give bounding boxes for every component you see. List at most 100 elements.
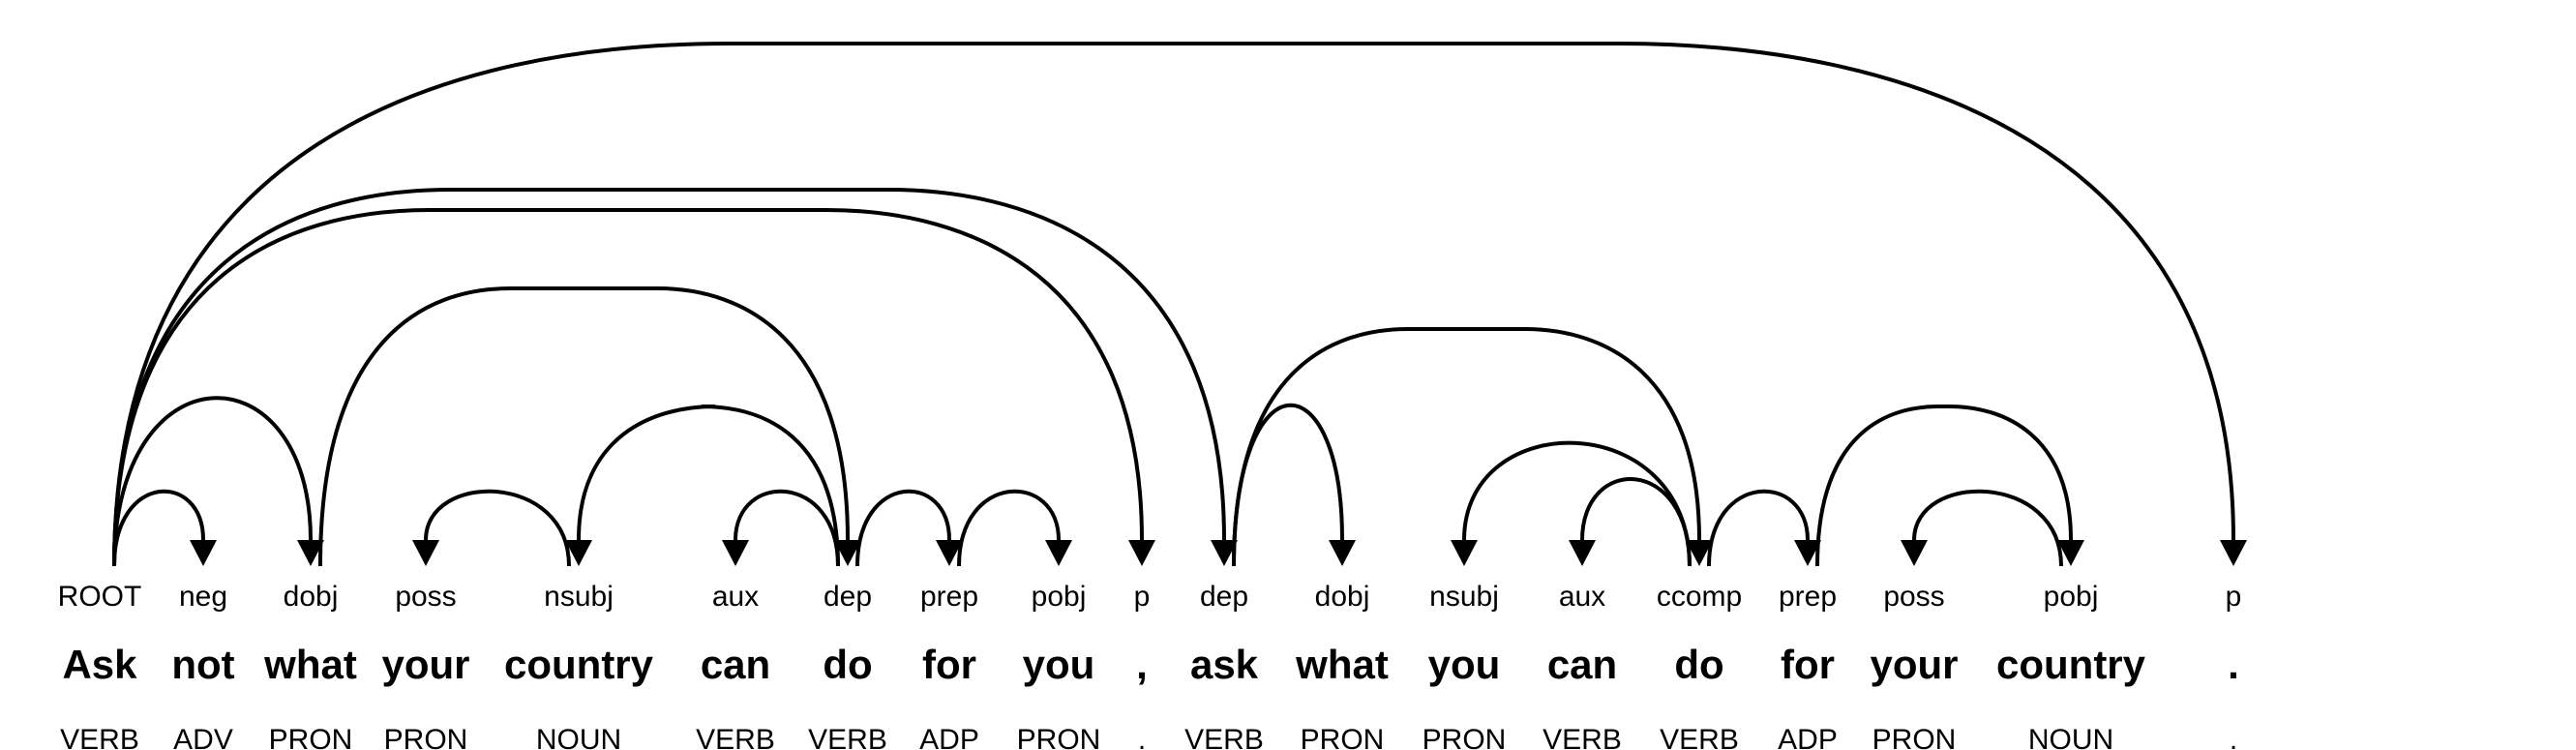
arrowhead-pobj2 [2057, 540, 2084, 566]
token-pos-2: PRON [268, 724, 353, 750]
token-pos-3: PRON [383, 724, 468, 750]
token-pos-18: . [2229, 724, 2238, 750]
token-pos-1: ADV [173, 724, 233, 750]
arc-poss1 [412, 489, 571, 567]
arrowhead-prep1 [936, 540, 963, 566]
arc-p1 [112, 208, 1155, 567]
arc-aux1 [722, 489, 840, 567]
token-pos-15: ADP [1778, 724, 1838, 750]
token-word-18[interactable]: . [2228, 642, 2239, 687]
token-word-5[interactable]: can [700, 642, 771, 687]
arrowhead-dobj1 [297, 540, 324, 566]
arc-curve-p1 [112, 208, 1144, 567]
token-pos-5: VERB [696, 724, 775, 750]
token-pos-10: VERB [1184, 724, 1264, 750]
arrowhead-aux1 [722, 540, 749, 566]
arc-dobj2 [1232, 403, 1356, 567]
dep-label-nsubj-4: nsubj [544, 581, 614, 613]
dep-label-neg-1: neg [178, 581, 228, 613]
token-word-12[interactable]: you [1427, 642, 1501, 687]
arc-prep2 [1707, 489, 1821, 567]
arrowhead-nsubj2 [1451, 540, 1478, 566]
token-word-0[interactable]: Ask [62, 642, 137, 687]
arc-curve-dobj1 [112, 396, 313, 567]
arc-ccomp [1232, 327, 1713, 567]
token-pos-13: VERB [1543, 724, 1622, 750]
dep-label-nsubj-12: nsubj [1429, 581, 1499, 613]
dep-label-ccomp-14: ccomp [1656, 581, 1743, 613]
token-word-11[interactable]: what [1296, 642, 1389, 687]
token-word-3[interactable]: your [381, 642, 470, 687]
arc-nsubj1 [565, 405, 840, 567]
arc-curve-pobj2 [1815, 405, 2073, 567]
dep-label-poss-16: poss [1883, 581, 1945, 613]
arc-dep1 [318, 286, 861, 567]
token-word-14[interactable]: do [1674, 642, 1724, 687]
dep-label-aux-5: aux [711, 581, 760, 613]
token-word-7[interactable]: for [922, 642, 976, 687]
arc-pobj2 [1815, 405, 2084, 567]
arrowhead-dep2 [1211, 540, 1238, 566]
arc-nsubj2 [1451, 440, 1692, 567]
arc-curve-pobj1 [957, 489, 1061, 567]
arc-curve-nsubj1 [577, 405, 840, 567]
dep-label-pobj-8: pobj [1031, 581, 1087, 613]
arc-poss2 [1901, 489, 2063, 567]
token-word-15[interactable]: for [1781, 642, 1835, 687]
token-word-9[interactable]: , [1136, 642, 1148, 687]
dep-label-dep-10: dep [1199, 581, 1249, 613]
dep-label-dep-6: dep [823, 581, 873, 613]
arc-curve-poss2 [1912, 489, 2063, 567]
dep-label-p-18: p [2225, 581, 2242, 613]
arc-curve-p2 [112, 42, 2235, 567]
arc-dobj1 [112, 396, 324, 567]
token-pos-17: NOUN [2027, 724, 2114, 750]
token-pos-7: ADP [919, 724, 979, 750]
token-pos-8: PRON [1016, 724, 1101, 750]
token-word-17[interactable]: country [1995, 642, 2146, 687]
arrowhead-prep2 [1794, 540, 1821, 566]
token-pos-4: NOUN [535, 724, 622, 750]
arc-curve-dep1 [318, 286, 850, 567]
arc-prep1 [855, 489, 963, 567]
dep-label-p-9: p [1133, 581, 1151, 613]
token-word-1[interactable]: not [171, 642, 235, 687]
arc-curve-neg [112, 489, 205, 567]
arc-curve-aux2 [1580, 477, 1692, 567]
dep-label-prep-7: prep [919, 581, 979, 613]
token-pos-16: PRON [1872, 724, 1957, 750]
token-pos-9: . [1137, 724, 1147, 750]
arrowhead-neg [190, 540, 217, 566]
token-pos-14: VERB [1660, 724, 1739, 750]
token-word-13[interactable]: can [1546, 642, 1618, 687]
token-word-2[interactable]: what [264, 642, 357, 687]
token-word-16[interactable]: your [1870, 642, 1959, 687]
token-word-4[interactable]: country [503, 642, 654, 687]
arc-curve-poss1 [424, 489, 571, 567]
token-pos-12: PRON [1422, 724, 1507, 750]
arrowhead-nsubj1 [565, 540, 592, 566]
dep-label-dobj-2: dobj [283, 581, 339, 613]
arc-aux2 [1569, 477, 1692, 567]
arc-curve-ccomp [1232, 327, 1701, 567]
arc-neg [112, 489, 217, 567]
token-pos-11: PRON [1300, 724, 1385, 750]
arrowhead-dobj2 [1329, 540, 1356, 566]
arc-curve-prep1 [855, 489, 951, 567]
dep-label-prep-15: prep [1778, 581, 1838, 613]
arc-curve-dobj2 [1232, 403, 1344, 567]
token-word-8[interactable]: you [1022, 642, 1095, 687]
arc-dep2 [112, 188, 1238, 567]
dep-label-ROOT-0: ROOT [57, 581, 142, 613]
arrowhead-pobj1 [1045, 540, 1072, 566]
arc-curve-dep2 [112, 188, 1226, 567]
token-word-10[interactable]: ask [1189, 642, 1259, 687]
arrowhead-p1 [1128, 540, 1155, 566]
dep-label-pobj-17: pobj [2043, 581, 2099, 613]
arrowhead-aux2 [1569, 540, 1596, 566]
token-word-6[interactable]: do [823, 642, 873, 687]
arrowhead-dep1 [834, 540, 861, 566]
arrowhead-poss1 [412, 540, 439, 566]
